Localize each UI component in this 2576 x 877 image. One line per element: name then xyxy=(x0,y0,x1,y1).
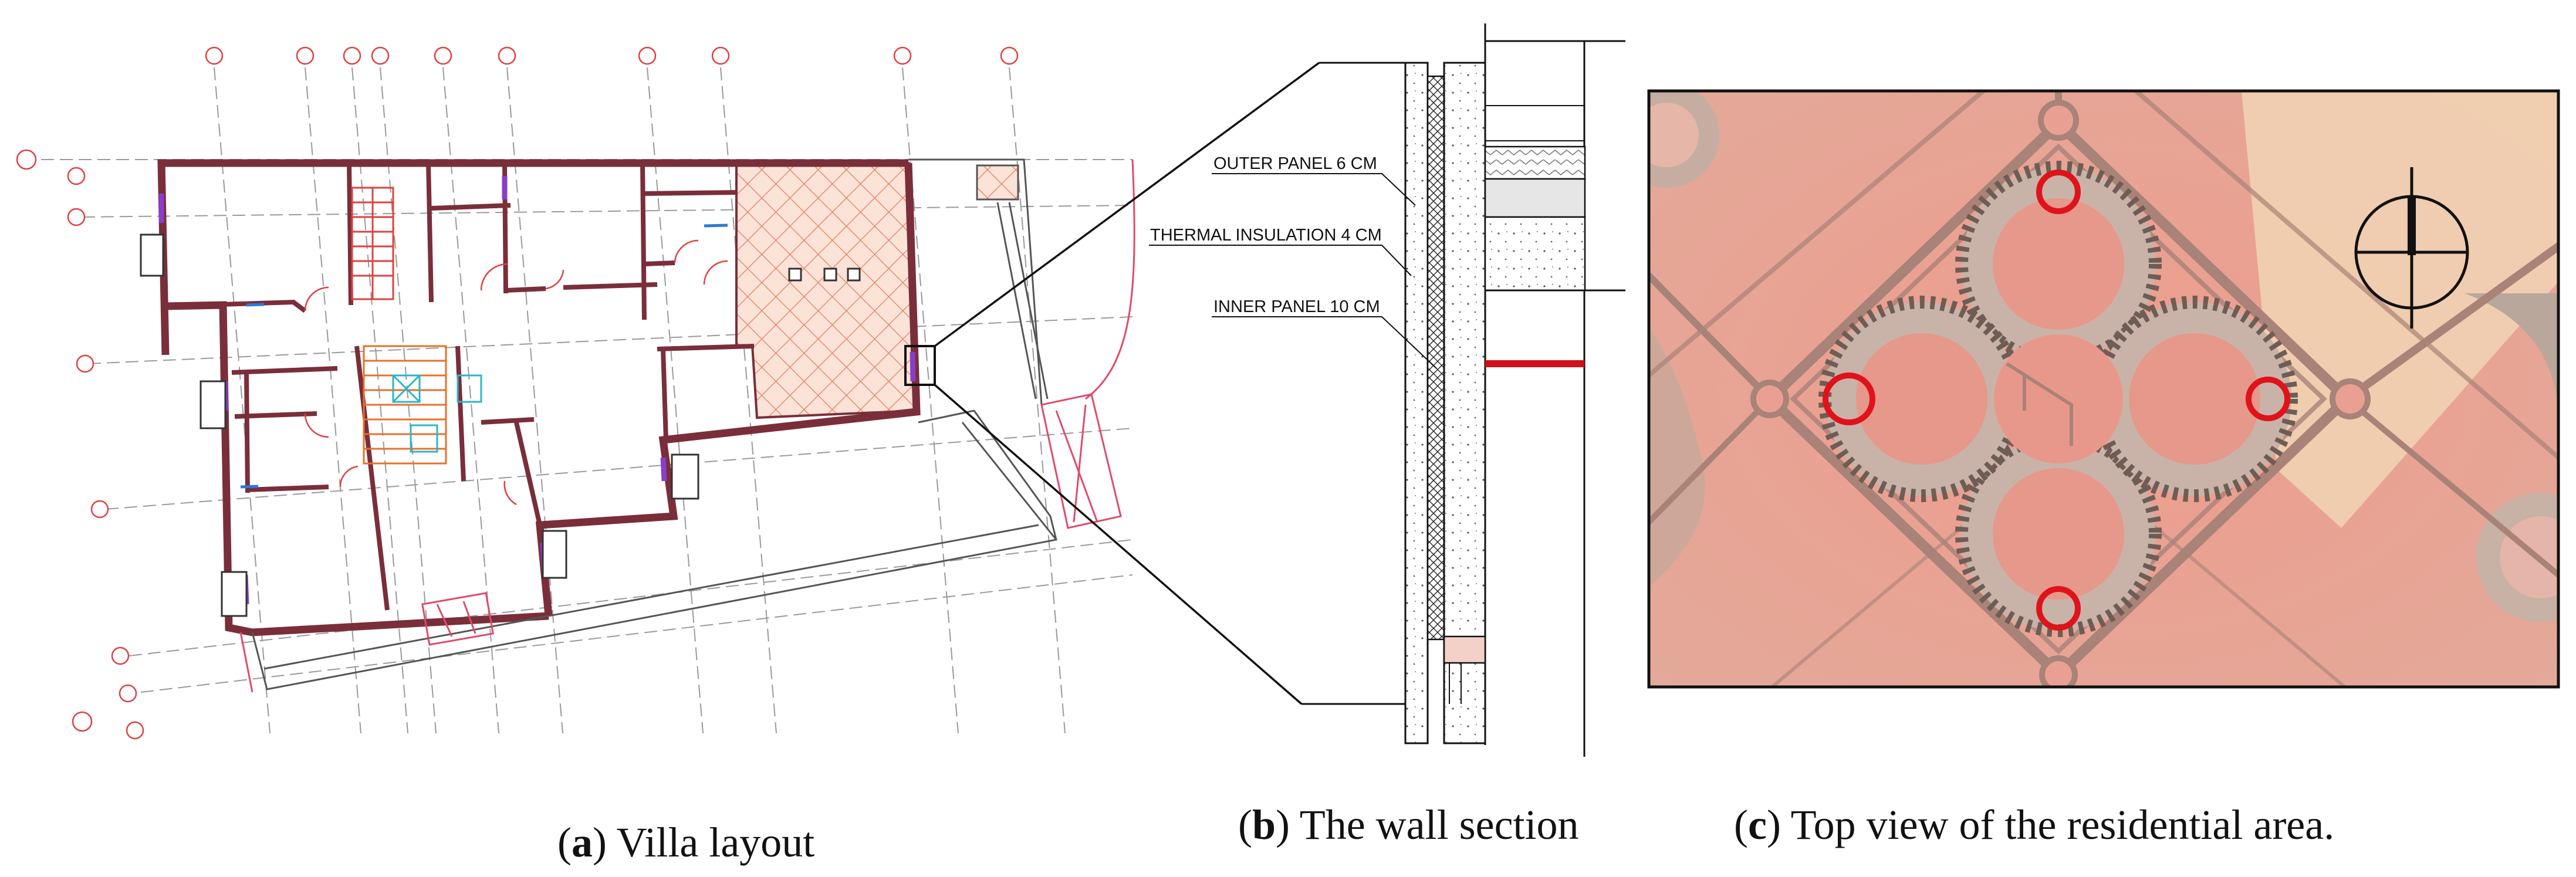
door-swings xyxy=(304,239,728,506)
caption-b-text: The wall section xyxy=(1299,801,1579,848)
site-boundary xyxy=(239,159,1135,693)
caption-b-letter: b xyxy=(1252,801,1276,848)
caption-c: (c) Top view of the residential area. xyxy=(1734,801,2335,848)
thermal-insulation xyxy=(1426,75,1445,641)
label-outer-panel: OUTER PANEL 6 CM xyxy=(1213,154,1377,173)
outer-panel xyxy=(1404,62,1429,744)
cluster-north xyxy=(1955,161,2162,367)
caption-a: (a) Villa layout xyxy=(557,819,815,866)
caption-c-letter: c xyxy=(1747,801,1767,848)
stairs-upper xyxy=(351,187,394,300)
satellite-frame xyxy=(1647,89,2560,689)
label-thermal-insulation: THERMAL INSULATION 4 CM xyxy=(1150,226,1382,245)
sensor-markers xyxy=(1823,170,2290,631)
panel-b-wall-section: OUTER PANEL 6 CM THERMAL INSULATION 4 CM… xyxy=(1149,23,1625,757)
caption-a-text: Villa layout xyxy=(616,819,815,866)
inner-panel xyxy=(1443,62,1486,744)
grid-bubbles xyxy=(16,46,1019,740)
stairs-main xyxy=(363,345,482,465)
interior-walls xyxy=(165,162,755,611)
panel-c-top-view xyxy=(1647,89,2560,689)
floor-finish xyxy=(1484,145,1586,180)
north-arrow-icon xyxy=(2354,167,2469,329)
section-callout-box xyxy=(904,345,936,386)
hatched-court xyxy=(735,162,918,419)
cluster-east xyxy=(2091,296,2298,502)
callout-leaders xyxy=(934,62,1320,705)
cluster-west xyxy=(1818,296,2025,502)
central-green xyxy=(1994,334,2123,463)
blue-fixtures xyxy=(240,224,728,489)
label-inner-panel: INNER PANEL 10 CM xyxy=(1213,297,1380,316)
roundabouts xyxy=(1750,100,2371,687)
base-detail xyxy=(1443,635,1486,664)
floor-slab xyxy=(1484,178,1586,218)
panel-a-villa-layout xyxy=(16,46,1135,740)
wall-projections xyxy=(140,233,861,617)
urban-patch xyxy=(2465,293,2558,422)
rocky-terrain xyxy=(1649,329,1705,587)
caption-a-letter: a xyxy=(571,819,593,866)
terrace xyxy=(251,158,1057,690)
caption-b: (b) The wall section xyxy=(1238,801,1579,848)
caption-c-text: Top view of the residential area. xyxy=(1790,801,2335,848)
slab-below xyxy=(1484,216,1586,292)
